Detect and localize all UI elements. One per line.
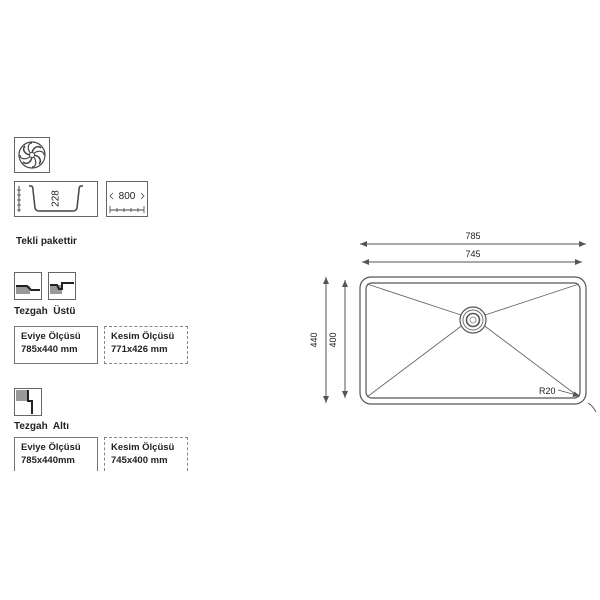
- sink-technical-drawing: 785 745 440 400 R20: [309, 231, 597, 413]
- under-mount-label: Tezgah Altı: [14, 421, 69, 432]
- package-label: Tekli pakettir: [16, 236, 77, 247]
- drain-type-icon: [14, 137, 50, 173]
- outer-width-label: 785: [465, 231, 480, 241]
- top-mount-label: Tezgah Üstü: [14, 306, 76, 317]
- swirl-drain-icon: [18, 141, 46, 169]
- bowl-depth-value: 228: [50, 190, 62, 207]
- cut-size-value: 771x426 mm: [111, 344, 168, 355]
- drain-icon: [459, 306, 487, 334]
- sink-size-title: Eviye Ölçüsü: [21, 442, 81, 453]
- cabinet-width-icon: 800: [106, 181, 148, 217]
- sink-bowl: [365, 282, 581, 399]
- bowl-slope-line: [366, 323, 465, 398]
- top-mount-rim-icon: [50, 282, 74, 294]
- inner-width-label: 745: [465, 249, 480, 259]
- sink-size-title: Eviye Ölçüsü: [21, 331, 81, 342]
- cut-size-title: Kesim Ölçüsü: [111, 331, 175, 342]
- sink-size-value: 785x440mm: [21, 455, 75, 466]
- outer-height-label: 440: [309, 332, 319, 347]
- bowl-slope-line: [366, 283, 465, 317]
- bowl-slope-line: [481, 283, 580, 317]
- corner-radius-arc: [587, 402, 597, 413]
- bowl-profile-icon: [17, 185, 83, 212]
- sink-size-value: 785x440 mm: [21, 344, 78, 355]
- top-mount-icon-a: [14, 272, 42, 300]
- under-mount-profile-icon: [16, 390, 33, 414]
- corner-radius-leader: [557, 389, 581, 398]
- bowl-depth-icon: 228: [14, 181, 98, 217]
- sink-outer-rim: [359, 276, 587, 405]
- top-mount-sink-size: Eviye Ölçüsü 785x440 mm: [14, 326, 98, 364]
- top-mount-profile-icon: [16, 285, 40, 294]
- under-mount-icon: [14, 388, 42, 416]
- bowl-slope-line: [481, 323, 580, 398]
- cut-size-value: 745x400 mm: [111, 455, 168, 466]
- cut-size-title: Kesim Ölçüsü: [111, 442, 175, 453]
- inner-height-label: 400: [328, 332, 338, 347]
- cabinet-ruler-icon: [109, 192, 145, 213]
- top-mount-icon-b: [48, 272, 76, 300]
- cabinet-width-value: 800: [118, 191, 136, 202]
- under-mount-cut-size: Kesim Ölçüsü 745x400 mm: [104, 437, 188, 471]
- corner-radius-label: R20: [539, 386, 556, 396]
- under-mount-sink-size: Eviye Ölçüsü 785x440mm: [14, 437, 98, 471]
- top-mount-cut-size: Kesim Ölçüsü 771x426 mm: [104, 326, 188, 364]
